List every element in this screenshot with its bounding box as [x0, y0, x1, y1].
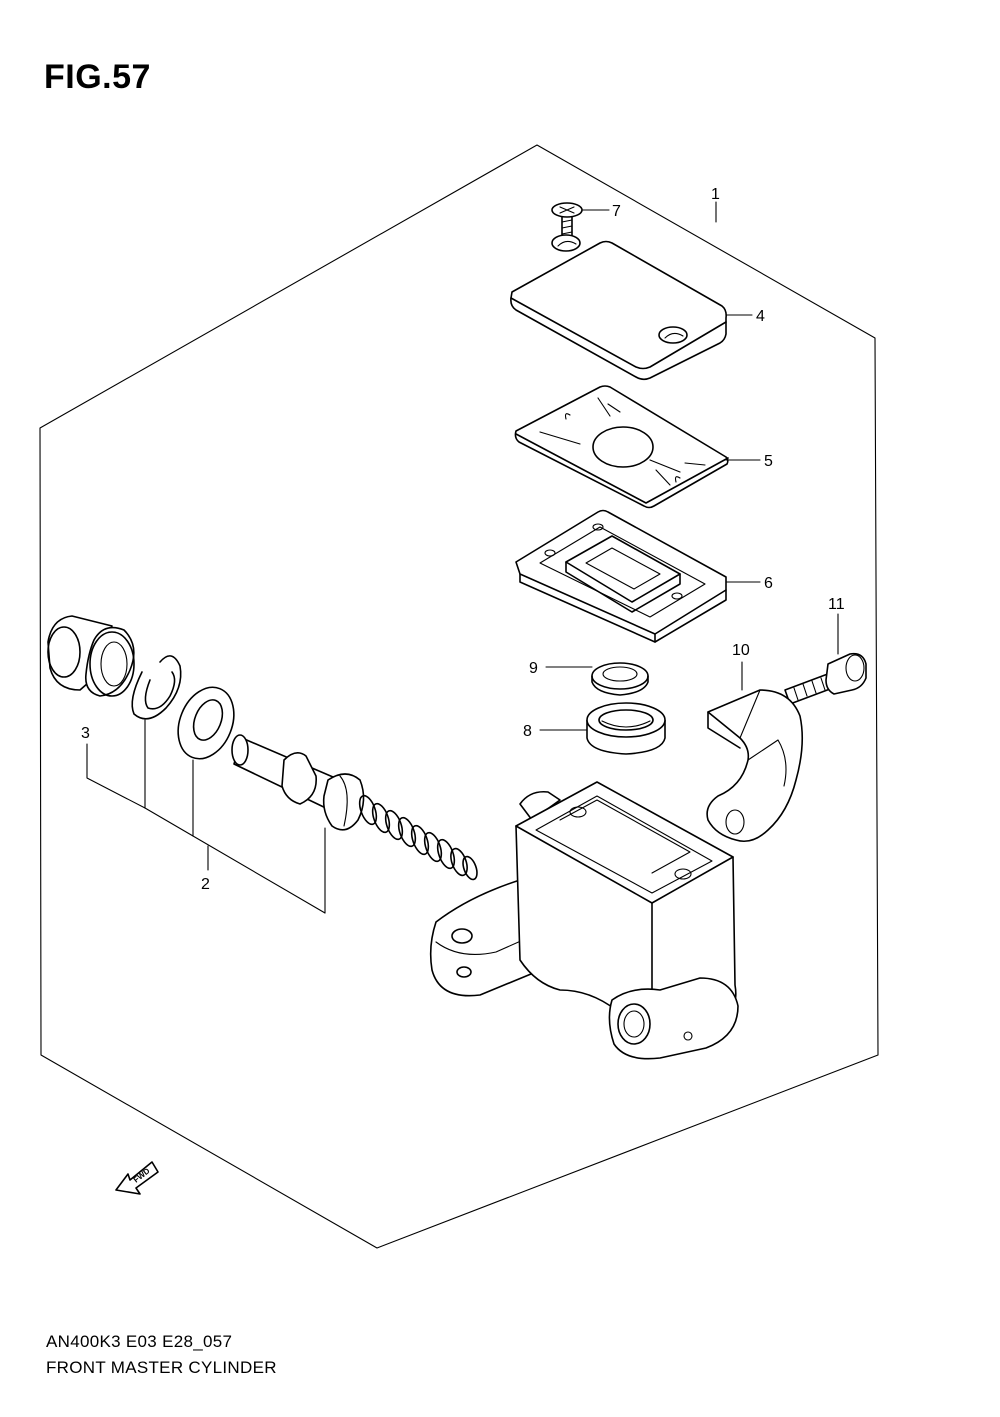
fwd-direction-arrow: FWD — [115, 1161, 159, 1195]
callout-9[interactable]: 9 — [529, 660, 538, 677]
part-6-diaphragm[interactable] — [515, 509, 727, 643]
callout-4[interactable]: 4 — [756, 308, 765, 325]
part-10-holder-clamp[interactable] — [706, 689, 804, 843]
part-9-washer[interactable] — [591, 662, 649, 696]
callout-labels: 1 2 3 4 5 6 7 8 9 10 11 — [81, 186, 845, 893]
part-11-bolt[interactable] — [784, 652, 867, 705]
part-snap-ring[interactable] — [131, 655, 182, 720]
part-piston-washer[interactable] — [168, 679, 244, 767]
callout-5[interactable]: 5 — [764, 453, 773, 470]
figure-name: FRONT MASTER CYLINDER — [46, 1358, 277, 1377]
part-3-boot[interactable] — [47, 615, 135, 697]
assembly-boundary — [39, 144, 879, 1249]
figure-title: FIG.57 — [44, 58, 151, 96]
callout-3[interactable]: 3 — [81, 725, 90, 742]
callout-10[interactable]: 10 — [732, 642, 750, 659]
model-code: AN400K3 E03 E28_057 — [46, 1332, 233, 1351]
part-7-screw[interactable] — [551, 202, 583, 241]
callout-8[interactable]: 8 — [523, 723, 532, 740]
part-8-cup-seal[interactable] — [586, 702, 666, 755]
part-5-diaphragm-plate[interactable] — [514, 385, 729, 509]
callout-11[interactable]: 11 — [828, 596, 845, 613]
callout-1[interactable]: 1 — [711, 186, 720, 203]
callout-6[interactable]: 6 — [764, 575, 773, 592]
part-2-piston-set[interactable] — [231, 734, 480, 881]
callout-2[interactable]: 2 — [201, 876, 210, 893]
part-4-reservoir-cap[interactable] — [510, 234, 727, 381]
callout-7[interactable]: 7 — [612, 203, 621, 220]
leader-lines — [86, 201, 839, 914]
master-cylinder-body[interactable] — [429, 781, 739, 1060]
